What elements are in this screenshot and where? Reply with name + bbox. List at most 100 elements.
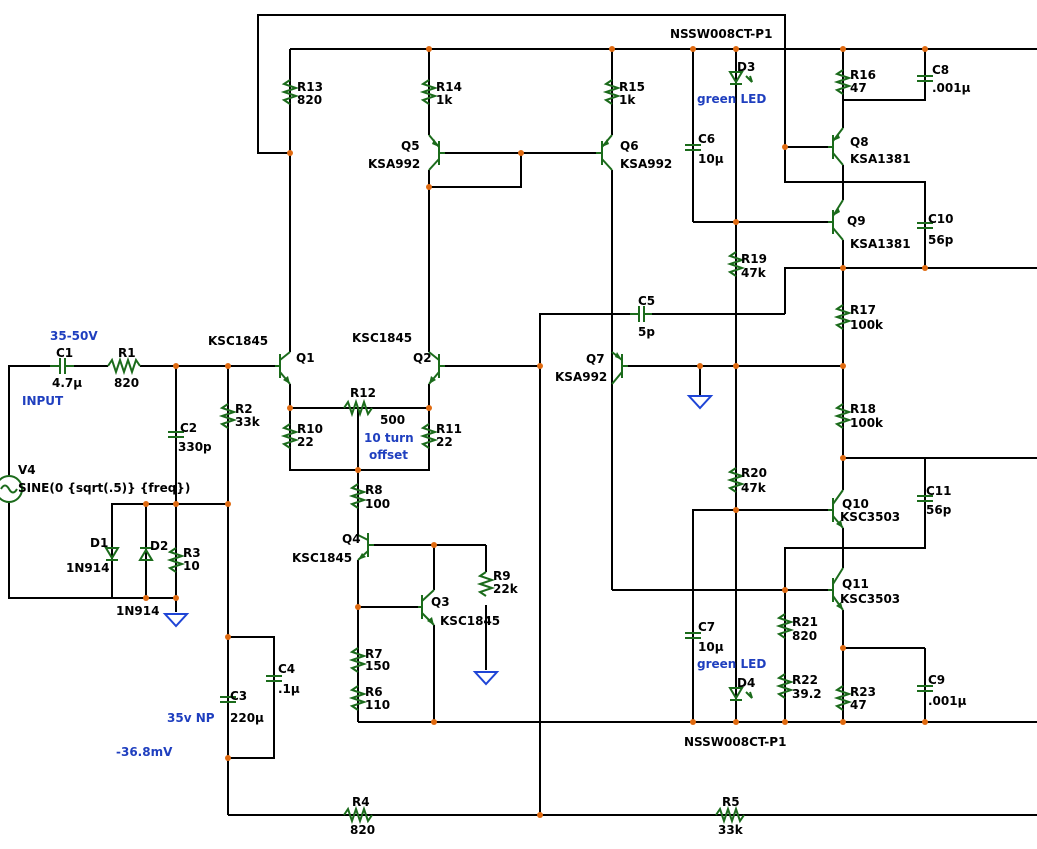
resistor-r7 <box>348 647 368 673</box>
label-c9-value: .001µ <box>928 694 967 708</box>
label-r14-value: 1k <box>436 93 453 107</box>
label-c10: C10 <box>928 212 954 226</box>
label-r20: R20 <box>741 466 767 480</box>
label-q3: Q3 <box>431 595 450 609</box>
transistor-q4 <box>357 533 374 561</box>
resistor-r23 <box>833 685 853 711</box>
capacitor-c8 <box>917 75 933 82</box>
label-q4: Q4 <box>342 532 361 546</box>
junctions <box>143 46 928 818</box>
ground-icon <box>686 395 714 410</box>
label-c10-value: 56p <box>928 233 954 247</box>
label-r12: R12 <box>350 386 376 400</box>
label-c2: C2 <box>180 421 197 435</box>
transistor-q10 <box>828 489 844 529</box>
label-q8-type: KSA1381 <box>850 152 911 166</box>
capacitor-c5 <box>630 306 652 322</box>
label-r4: R4 <box>352 795 370 809</box>
label-nssw-top: NSSW008CT-P1 <box>670 27 772 41</box>
resistor-r19 <box>726 251 746 277</box>
capacitor-c7 <box>685 632 701 639</box>
label-r21-value: 820 <box>792 629 817 643</box>
ground-icon <box>472 671 500 686</box>
label-r8-value: 100 <box>365 497 390 511</box>
label-q7: Q7 <box>586 352 605 366</box>
labels: NSSW008CT-P1 NSSW008CT-P1 R13 820 R14 1k… <box>18 27 971 837</box>
resistor-r21 <box>775 613 795 639</box>
transistor-q3 <box>418 589 435 626</box>
label-d1: D1 <box>90 536 108 550</box>
capacitor-c4 <box>266 675 282 682</box>
label-d2-type: 1N914 <box>116 604 159 618</box>
diode-d2 <box>138 547 154 561</box>
label-r8: R8 <box>365 483 383 497</box>
label-c11: C11 <box>926 484 952 498</box>
capacitor-c3 <box>220 696 236 703</box>
label-c6: C6 <box>698 132 715 146</box>
label-c5: C5 <box>638 294 655 308</box>
label-q9-type: KSA1381 <box>850 237 911 251</box>
label-c8: C8 <box>932 63 949 77</box>
capacitor-c1 <box>50 358 74 374</box>
label-nssw-bot: NSSW008CT-P1 <box>684 735 786 749</box>
resistor-r5 <box>715 805 745 825</box>
label-c3: C3 <box>230 689 247 703</box>
resistor-r17 <box>833 304 853 330</box>
note-c3: 35v NP <box>167 711 215 725</box>
label-r18-value: 100k <box>850 416 884 430</box>
transistor-q2 <box>428 351 445 385</box>
resistor-r13 <box>280 79 300 105</box>
label-r12-value: 500 <box>380 413 405 427</box>
label-r7: R7 <box>365 647 383 661</box>
label-r15: R15 <box>619 80 645 94</box>
label-r11: R11 <box>436 422 462 436</box>
label-r13-value: 820 <box>297 93 322 107</box>
label-v4-spec: SINE(0 {sqrt(.5)} {freq}) <box>18 481 190 495</box>
label-r16: R16 <box>850 68 876 82</box>
label-r13: R13 <box>297 80 323 94</box>
label-r6-value: 110 <box>365 698 390 712</box>
label-q9: Q9 <box>847 214 866 228</box>
capacitor-c6 <box>685 144 701 151</box>
resistor-r4 <box>343 805 373 825</box>
label-c1-value: 4.7µ <box>52 376 82 390</box>
label-r5: R5 <box>722 795 740 809</box>
transistors <box>275 127 844 626</box>
label-c8-value: .001µ <box>932 81 971 95</box>
label-r22: R22 <box>792 673 818 687</box>
label-c11-value: 56p <box>926 503 952 517</box>
label-r22-value: 39.2 <box>792 687 822 701</box>
label-r18: R18 <box>850 402 876 416</box>
resistor-r11 <box>419 423 439 449</box>
label-q11-type: KSC3503 <box>840 592 900 606</box>
label-q7-type: KSA992 <box>555 370 607 384</box>
label-c2-value: 330p <box>178 440 212 454</box>
label-r4-value: 820 <box>350 823 375 837</box>
label-q4-type: KSC1845 <box>292 551 352 565</box>
note-input-range: 35-50V <box>50 329 98 343</box>
resistor-r1 <box>107 356 141 376</box>
led-d3 <box>728 71 753 85</box>
transistor-q9 <box>828 199 844 241</box>
label-r23-value: 47 <box>850 698 867 712</box>
resistor-r16 <box>833 69 853 95</box>
label-c1: C1 <box>56 346 73 360</box>
label-q2: Q2 <box>413 351 432 365</box>
resistor-r6 <box>348 685 368 711</box>
label-r23: R23 <box>850 685 876 699</box>
wires <box>8 14 1037 816</box>
label-q5-type: KSA992 <box>368 157 420 171</box>
label-r9: R9 <box>493 569 511 583</box>
transistor-q5 <box>428 134 445 171</box>
note-offset-1: 10 turn <box>364 431 414 445</box>
label-q6: Q6 <box>620 139 639 153</box>
label-q10-type: KSC3503 <box>840 510 900 524</box>
label-q3-type: KSC1845 <box>440 614 500 628</box>
capacitors <box>50 75 933 703</box>
label-q1: Q1 <box>296 351 315 365</box>
label-r1: R1 <box>118 346 136 360</box>
label-d3: D3 <box>737 60 755 74</box>
label-c5-value: 5p <box>638 325 655 339</box>
label-r9-value: 22k <box>493 582 519 596</box>
